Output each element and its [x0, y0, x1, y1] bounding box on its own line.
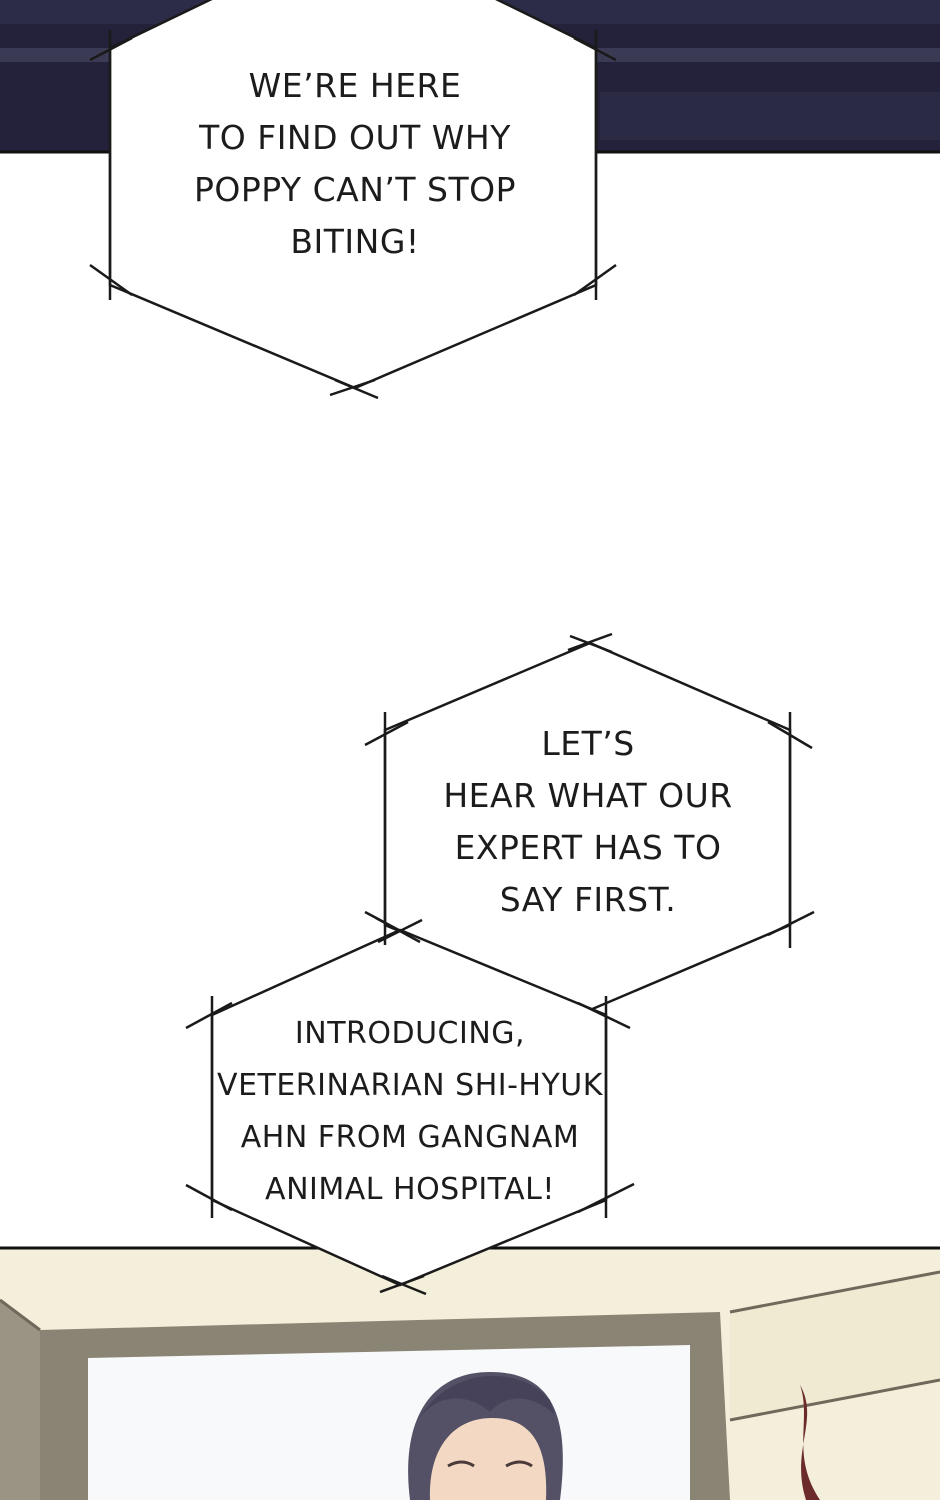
caption-1-line-1: WE’RE HERE: [248, 66, 462, 105]
caption-1: WE’RE HERE TO FIND OUT WHY POPPY CAN’T S…: [150, 60, 560, 268]
caption-3-line-4: ANIMAL HOSPITAL!: [265, 1172, 555, 1207]
caption-2-line-3: EXPERT HAS TO: [454, 828, 722, 867]
caption-3: INTRODUCING, VETERINARIAN SHI-HYUK AHN F…: [215, 1008, 605, 1216]
bottom-scene-panel: [0, 1246, 940, 1500]
caption-1-line-3: POPPY CAN’T STOP: [193, 170, 516, 209]
caption-2: LET’S HEAR WHAT OUR EXPERT HAS TO SAY FI…: [418, 718, 758, 926]
caption-2-line-2: HEAR WHAT OUR: [443, 776, 733, 815]
caption-3-line-3: AHN FROM GANGNAM: [240, 1120, 580, 1155]
caption-1-line-2: TO FIND OUT WHY: [199, 118, 511, 157]
caption-3-line-1: INTRODUCING,: [294, 1016, 526, 1051]
caption-1-line-4: BITING!: [290, 222, 420, 261]
caption-2-line-1: LET’S: [541, 724, 635, 763]
caption-2-line-4: SAY FIRST.: [499, 880, 677, 919]
caption-3-line-2: VETERINARIAN SHI-HYUK: [217, 1068, 603, 1103]
